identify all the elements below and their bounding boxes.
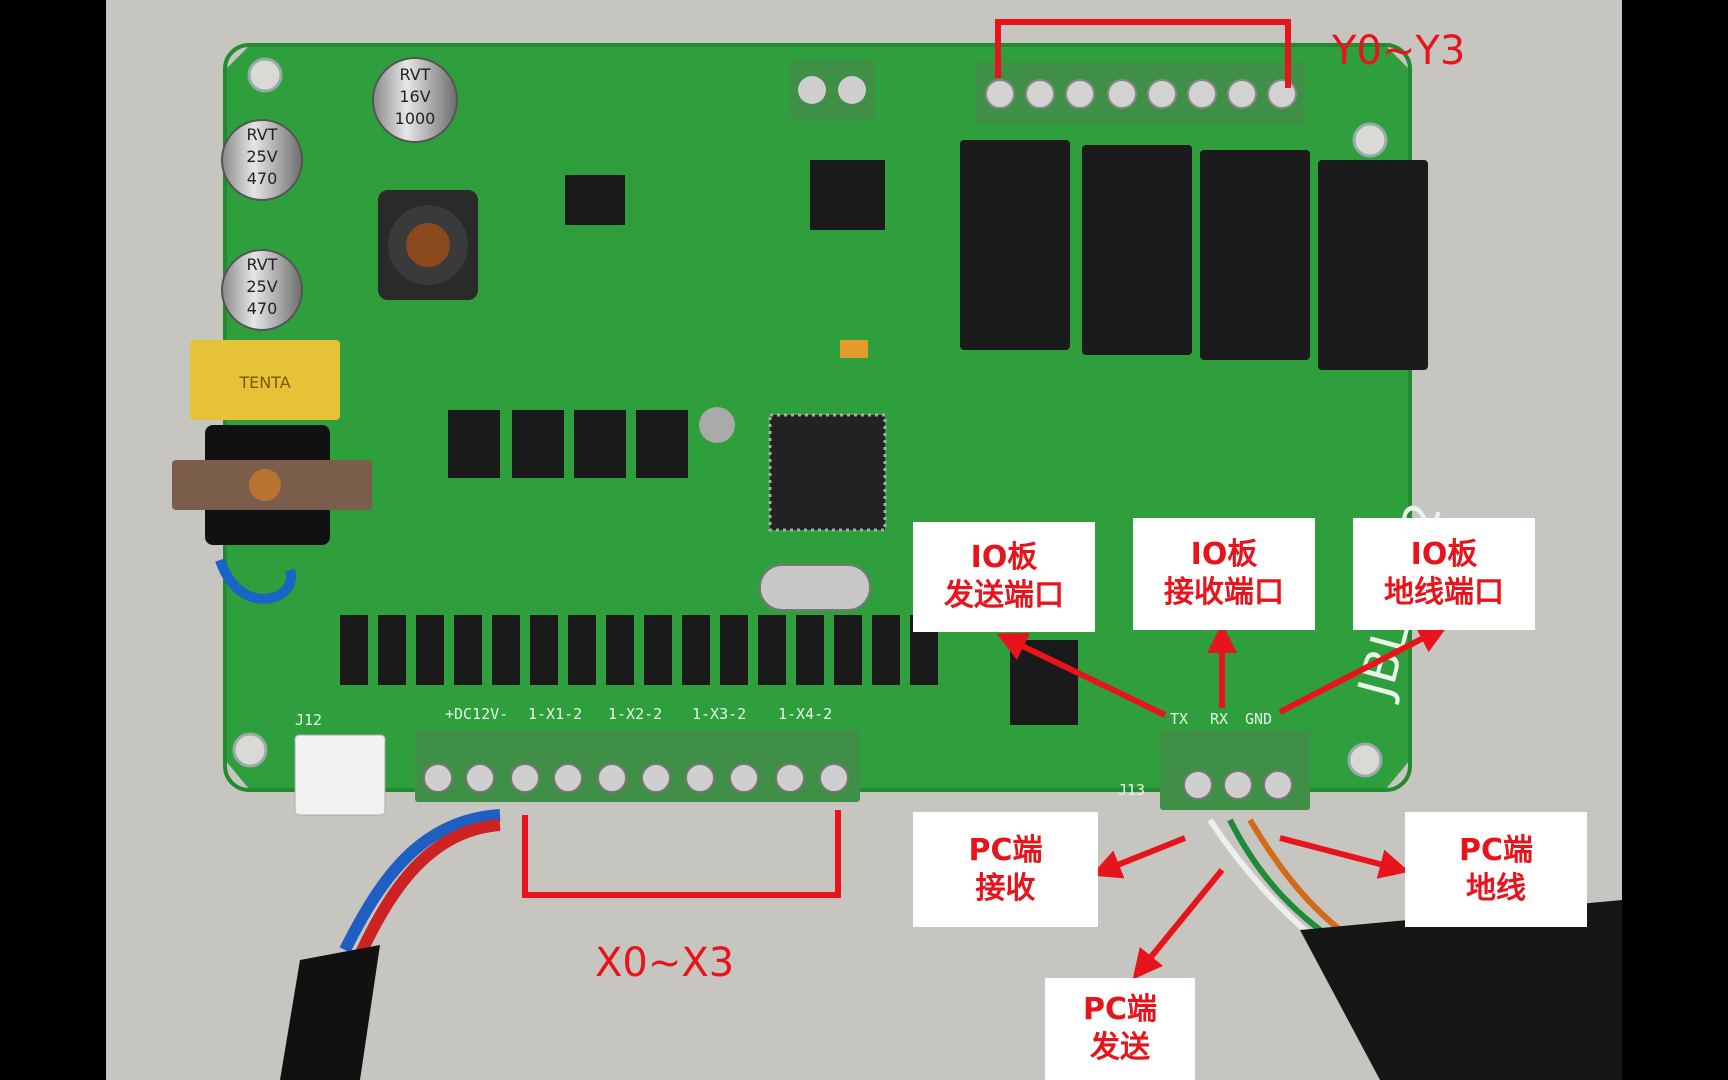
input-terminal-block [415,730,860,802]
relay [1318,160,1428,370]
arrow-pc-rx [1091,835,1187,879]
wire [215,558,297,604]
mounting-hole [232,732,268,768]
pc-gnd-callout: PC端 地线 [1405,812,1587,927]
mosfet [810,160,885,230]
pc-tx-callout: PC端 发送 [1045,978,1195,1080]
pc-rx-callout: PC端 接收 [913,812,1098,927]
optocoupler-row [448,410,688,478]
svg-text:470: 470 [247,169,278,188]
silkscreen-input-2: 1-X2-2 [608,705,662,723]
io-rx-line2: 接收端口 [1164,575,1284,610]
pc-rx-line2: 接收 [975,870,1036,906]
outputs-range-label: Y0~Y3 [1332,28,1466,74]
silkscreen-tx: TX [1170,710,1188,728]
relay [1082,145,1192,355]
svg-text:RVT: RVT [247,125,278,144]
smd-part [840,340,868,358]
pc-tx-line1: PC端 [1082,992,1157,1027]
bracket-outputs [995,19,1291,88]
smd-capacitor [699,407,735,443]
terminal-block-small [790,60,875,120]
power-cable [280,809,501,1080]
x-capacitor: TENTA [190,340,340,420]
silkscreen-input-3: 1-X3-2 [692,705,746,723]
mounting-hole [247,57,283,93]
pc-rx-line1: PC端 [968,832,1043,868]
silkscreen-j12: J12 [295,711,322,729]
svg-text:25V: 25V [246,277,277,296]
relay [960,140,1070,350]
capacitor: RVT 25V 470 [221,119,303,201]
pc-gnd-line1: PC端 [1458,832,1533,868]
inputs-range-label: X0~X3 [595,940,735,986]
svg-text:1000: 1000 [395,109,436,128]
jst-connector [294,734,386,816]
arrow-pc-gnd [1279,835,1410,879]
silkscreen-j13: J13 [1118,781,1145,799]
svg-text:16V: 16V [399,87,430,106]
io-tx-callout: IO板 发送端口 [913,522,1095,632]
serial-cable [1207,818,1622,1080]
bracket-inputs [522,810,841,898]
silkscreen-input-1: 1-X1-2 [528,705,582,723]
pc-tx-line2: 发送 [1090,1030,1150,1065]
io-rx-callout: IO板 接收端口 [1133,518,1315,630]
mounting-hole [1352,122,1388,158]
power-inductor [378,190,478,300]
silkscreen-power: +DC12V- [445,705,508,723]
svg-text:RVT: RVT [247,255,278,274]
common-mode-choke [172,425,372,545]
relay-output-terminal [975,62,1305,124]
capacitor: RVT 16V 1000 [372,57,458,143]
relay [1200,150,1310,360]
svg-text:RVT: RVT [400,65,431,84]
crystal [759,564,871,611]
svg-text:25V: 25V [246,147,277,166]
arrow-io-gnd [1278,625,1449,715]
io-rx-line1: IO板 [1190,537,1258,572]
io-gnd-line1: IO板 [1410,537,1478,572]
mounting-hole [1347,742,1383,778]
pc-gnd-line2: 地线 [1466,870,1526,906]
capacitor: RVT 25V 470 [221,249,303,331]
silkscreen-rx: RX [1210,710,1228,728]
svg-text:TENTA: TENTA [238,373,290,392]
io-gnd-callout: IO板 地线端口 [1353,518,1535,630]
io-gnd-line2: 地线端口 [1384,575,1504,610]
svg-text:470: 470 [247,299,278,318]
io-tx-line1: IO板 [970,540,1038,575]
serial-terminal-block [1160,730,1310,810]
microcontroller [768,413,887,532]
silkscreen-gnd: GND [1245,710,1272,728]
ic [565,175,625,225]
arrow-pc-tx [1132,868,1225,980]
arrow-io-tx [996,633,1167,718]
serial-transceiver-ic [1010,640,1078,725]
silkscreen-input-4: 1-X4-2 [778,705,832,723]
io-tx-line2: 发送端口 [944,578,1064,613]
